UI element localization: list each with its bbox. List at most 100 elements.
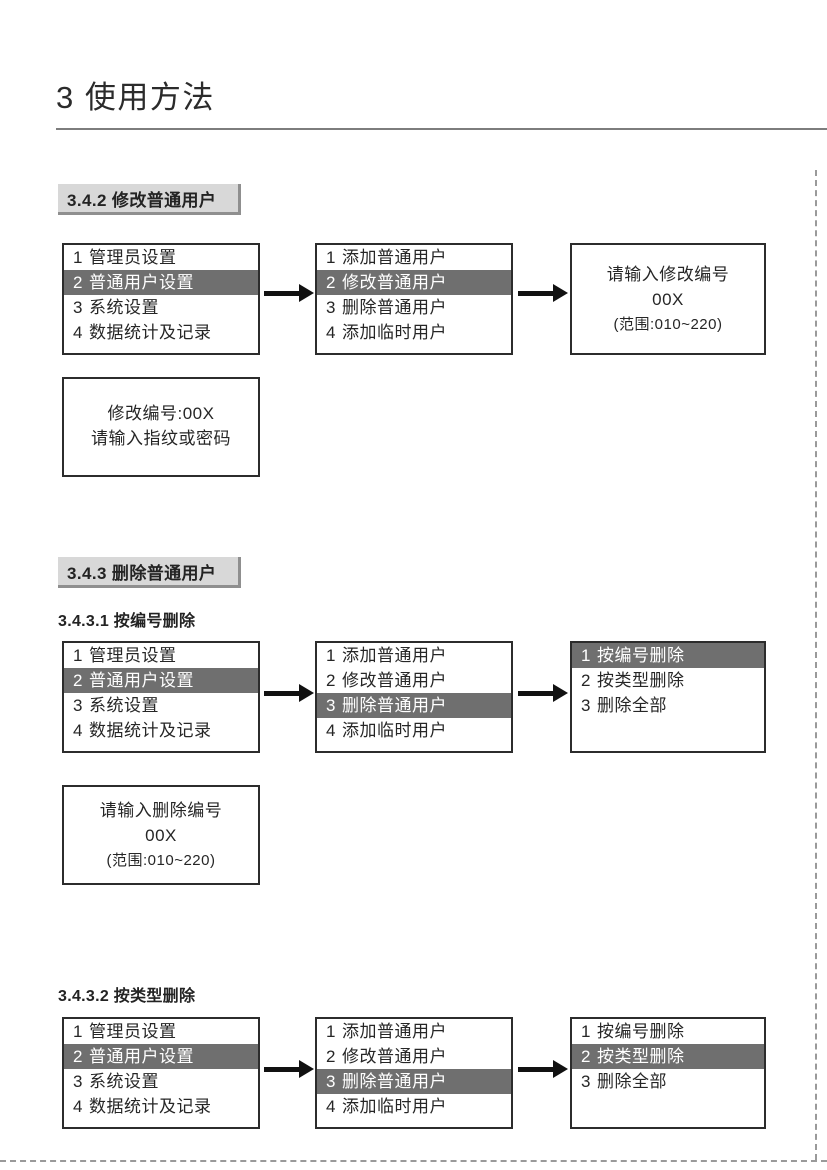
- menu-item[interactable]: 4 数据统计及记录: [64, 1094, 258, 1119]
- menu-item-number: 3: [73, 696, 83, 715]
- menu-item-label: 删除普通用户: [341, 696, 447, 715]
- menu-item-number: 2: [73, 1047, 83, 1066]
- menu-item[interactable]: 4 添加临时用户: [317, 1094, 511, 1119]
- menu-item-label: 普通用户设置: [88, 273, 194, 292]
- menu-item[interactable]: 1 添加普通用户: [317, 643, 511, 668]
- flow-arrow-right-icon: [518, 1060, 568, 1078]
- menu-item-label: 系统设置: [88, 696, 159, 715]
- menu-item-number: 4: [73, 1097, 83, 1116]
- menu-item-label: 添加临时用户: [341, 1097, 447, 1116]
- menu-item[interactable]: 3 系统设置: [64, 1069, 258, 1094]
- menu-item-number: 1: [73, 1022, 83, 1041]
- trim-mark-right: [815, 170, 817, 1160]
- message-line: 请输入指纹或密码: [91, 429, 231, 448]
- trim-mark-bottom: [0, 1160, 827, 1162]
- screen-enter-delete-id: 请输入删除编号 00X (范围:010~220): [62, 785, 260, 885]
- menu-item-number: 4: [326, 323, 336, 342]
- menu-item-number: 1: [326, 248, 336, 267]
- screen-enter-modify-id: 请输入修改编号 00X (范围:010~220): [570, 243, 766, 355]
- menu-item-label: 添加普通用户: [341, 248, 447, 267]
- menu-item[interactable]: 3 系统设置: [64, 295, 258, 320]
- message-value: 00X: [145, 825, 177, 845]
- section-header-label: 3.4.3 删除普通用户: [67, 563, 217, 583]
- menu-item-number: 3: [73, 298, 83, 317]
- menu-item-selected[interactable]: 3 删除普通用户: [317, 1069, 511, 1094]
- menu-item-number: 1: [581, 646, 591, 665]
- menu-item-label: 删除普通用户: [341, 1072, 447, 1091]
- menu-item[interactable]: 1 添加普通用户: [317, 245, 511, 270]
- menu-item-number: 4: [326, 721, 336, 740]
- menu-item-label: 普通用户设置: [88, 671, 194, 690]
- message-line: 修改编号:00X: [107, 404, 215, 423]
- flow-arrow-right-icon: [264, 1060, 314, 1078]
- menu-item[interactable]: 3 系统设置: [64, 693, 258, 718]
- menu-item[interactable]: 1 添加普通用户: [317, 1019, 511, 1044]
- menu-item-number: 3: [73, 1072, 83, 1091]
- menu-item-label: 系统设置: [88, 298, 159, 317]
- menu-item-label: 添加普通用户: [341, 646, 447, 665]
- menu-item-label: 修改普通用户: [341, 671, 447, 690]
- menu-item-number: 1: [73, 646, 83, 665]
- menu-item-label: 添加普通用户: [341, 1022, 447, 1041]
- subsection-heading-3432: 3.4.3.2 按类型删除: [58, 988, 196, 1005]
- menu-item-label: 数据统计及记录: [88, 1097, 212, 1116]
- subsection-heading-3431: 3.4.3.1 按编号删除: [58, 613, 196, 630]
- menu-item-selected[interactable]: 2 普通用户设置: [64, 668, 258, 693]
- menu-item-label: 管理员设置: [88, 248, 177, 267]
- menu-item-label: 数据统计及记录: [88, 323, 212, 342]
- menu-item[interactable]: 4 添加临时用户: [317, 320, 511, 345]
- section-header-342: 3.4.2 修改普通用户: [58, 184, 242, 215]
- message-line: 请输入删除编号: [99, 800, 223, 820]
- menu-item-label: 删除全部: [596, 1072, 667, 1091]
- menu-item-number: 4: [326, 1097, 336, 1116]
- menu-item-number: 2: [326, 273, 336, 292]
- flow-arrow-right-icon: [518, 284, 568, 302]
- menu-item-label: 系统设置: [88, 1072, 159, 1091]
- menu-item-label: 删除全部: [596, 696, 667, 715]
- message-range: (范围:010~220): [613, 315, 723, 333]
- menu-item-number: 1: [581, 1022, 591, 1041]
- menu-item-number: 3: [326, 1072, 336, 1091]
- menu-item-number: 1: [326, 1022, 336, 1041]
- menu-item-number: 2: [73, 671, 83, 690]
- menu-item-label: 删除普通用户: [341, 298, 447, 317]
- flow-arrow-right-icon: [264, 684, 314, 702]
- screen-modify-prompt: 修改编号:00X 请输入指纹或密码: [62, 377, 260, 477]
- menu-item-label: 添加临时用户: [341, 323, 447, 342]
- menu-item-number: 1: [326, 646, 336, 665]
